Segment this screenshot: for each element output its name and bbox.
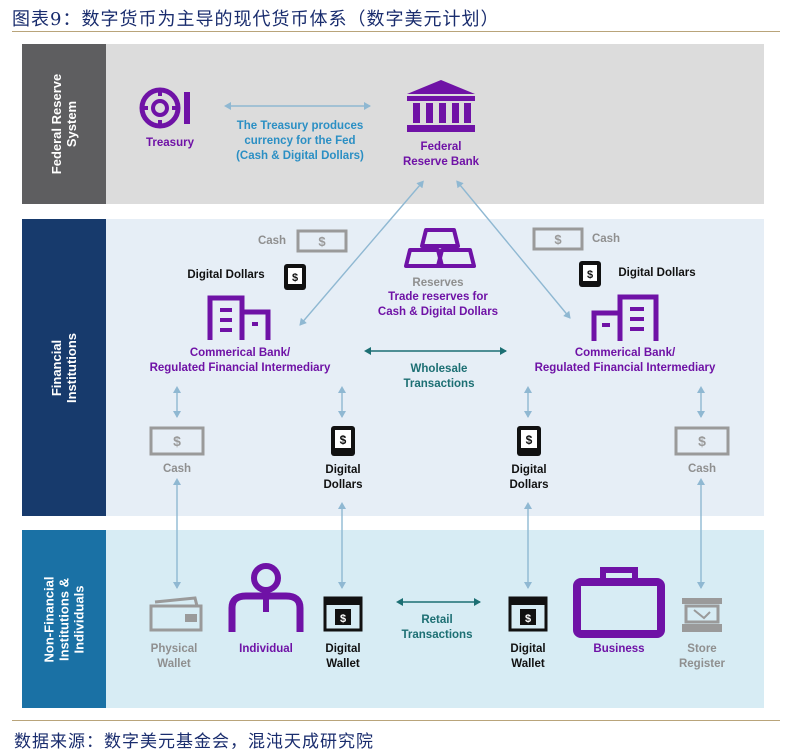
individual-label: Individual: [239, 643, 293, 655]
digital-wallet-label-left: Digital Wallet: [325, 643, 361, 670]
svg-text:$: $: [554, 232, 562, 247]
treasury-note: The Treasury produces currency for the F…: [236, 120, 364, 162]
svg-text:$: $: [526, 433, 533, 447]
digital-wallet-icon-left: $: [323, 596, 363, 632]
band-label-financial-institutions-text: Financial Institutions: [48, 332, 79, 403]
digital-dollar-device-icon-col2: $: [331, 426, 355, 456]
retail-transactions-label: Retail Transactions: [401, 614, 473, 641]
commercial-bank-label-right: Commerical Bank/ Regulated Financial Int…: [534, 347, 716, 374]
source-note: 数据来源：数字美元基金会，混沌天成研究院: [14, 732, 374, 752]
figure-title: 图表9：数字货币为主导的现代货币体系（数字美元计划）: [12, 9, 500, 30]
cash-icon-top-left: $: [296, 229, 348, 253]
digital-wallet-icon-right: $: [508, 596, 548, 632]
band-non-financial: Non-Financial Institutions & Individuals: [22, 530, 764, 708]
digital-dollars-label-right: Digital Dollars: [618, 267, 696, 279]
band-label-federal-reserve: Federal Reserve System: [22, 44, 106, 204]
svg-text:$: $: [525, 613, 531, 625]
source-rule: [12, 720, 780, 721]
title-rule: [12, 31, 780, 32]
reserves-note: Trade reserves for Cash & Digital Dollar…: [377, 291, 499, 318]
digital-dollars-label-left: Digital Dollars: [187, 269, 265, 281]
cash-label-top-right: Cash: [591, 233, 621, 245]
digital-dollar-device-icon-left: $: [284, 264, 306, 290]
wholesale-transactions-label: Wholesale Transactions: [403, 363, 475, 390]
physical-wallet-label: Physical Wallet: [150, 643, 198, 670]
digital-dollar-device-icon-right: $: [579, 261, 601, 287]
cash-icon-col1: $: [149, 426, 205, 456]
svg-text:$: $: [340, 613, 346, 625]
store-register-icon: [682, 598, 722, 632]
cash-label-top-left: Cash: [257, 235, 287, 247]
digital-dollars-label-col3: Digital Dollars: [509, 464, 549, 491]
federal-reserve-bank-icon: [407, 80, 475, 132]
business-label: Business: [593, 643, 645, 655]
reserves-gold-bars-icon: [404, 228, 476, 268]
digital-dollars-label-col2: Digital Dollars: [323, 464, 363, 491]
treasury-label: Treasury: [146, 137, 194, 149]
business-briefcase-icon: [573, 567, 665, 638]
band-label-non-financial-text: Non-Financial Institutions & Individuals: [41, 576, 87, 662]
cash-icon-col4: $: [674, 426, 730, 456]
commercial-bank-building-icon-right: [591, 294, 659, 341]
reserves-label: Reserves: [412, 277, 464, 289]
physical-wallet-icon: [149, 596, 203, 632]
digital-dollar-device-icon-col3: $: [517, 426, 541, 456]
band-label-financial-institutions: Financial Institutions: [22, 219, 106, 516]
svg-text:$: $: [587, 269, 593, 281]
store-register-label: Store Register: [678, 643, 726, 670]
individual-person-icon: [228, 563, 304, 632]
band-label-non-financial: Non-Financial Institutions & Individuals: [22, 530, 106, 708]
cash-label-col4: Cash: [687, 463, 717, 475]
band-label-federal-reserve-text: Federal Reserve System: [49, 73, 80, 175]
commercial-bank-building-icon-left: [207, 295, 271, 340]
svg-text:$: $: [292, 272, 298, 284]
svg-text:$: $: [318, 234, 326, 249]
band-federal-reserve: Federal Reserve System: [22, 44, 764, 204]
digital-wallet-label-right: Digital Wallet: [510, 643, 546, 670]
federal-reserve-bank-label: Federal Reserve Bank: [402, 141, 480, 168]
treasury-icon: [139, 87, 190, 129]
cash-label-col1: Cash: [162, 463, 192, 475]
cash-icon-top-right: $: [532, 227, 584, 251]
svg-text:$: $: [698, 433, 706, 449]
svg-text:$: $: [173, 433, 181, 449]
commercial-bank-label-left: Commerical Bank/ Regulated Financial Int…: [149, 347, 331, 374]
svg-text:$: $: [340, 433, 347, 447]
